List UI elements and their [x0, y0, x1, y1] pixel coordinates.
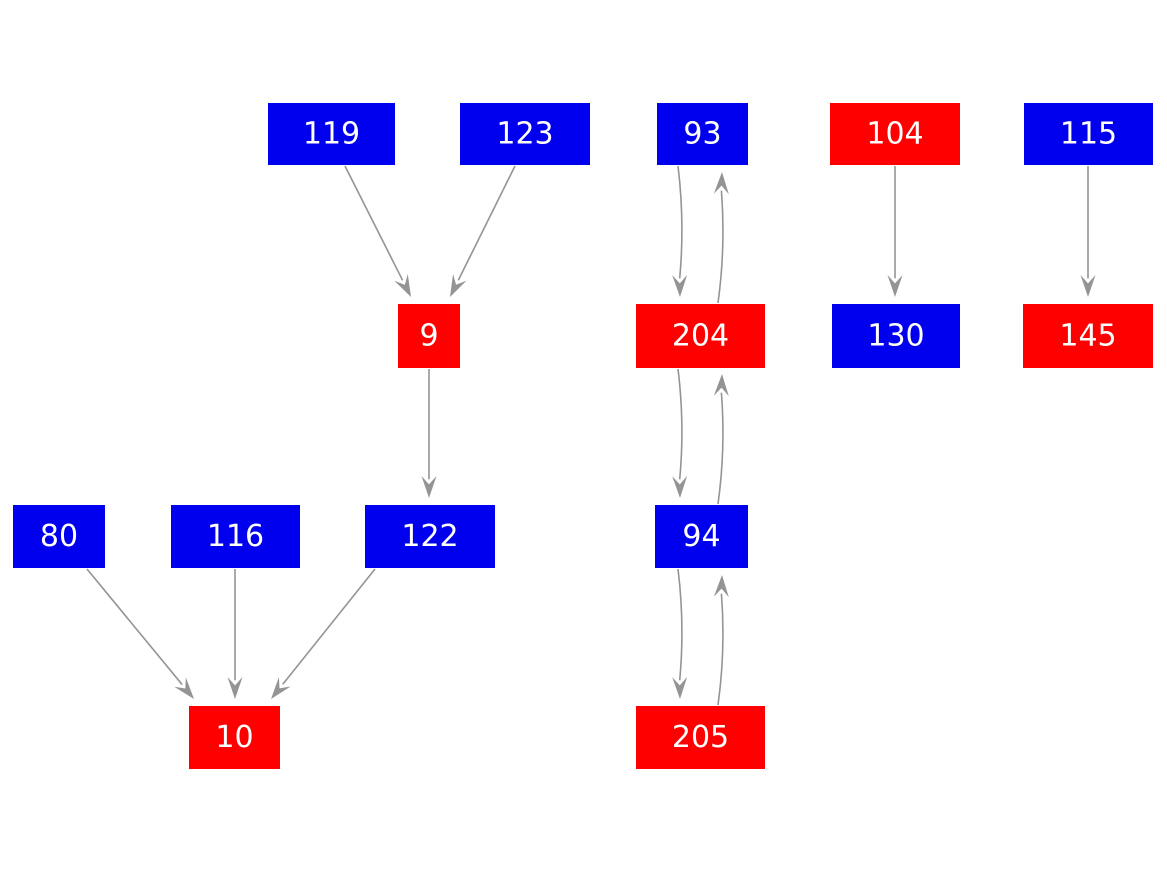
node-label: 204: [672, 319, 729, 354]
node-box[interactable]: [830, 103, 960, 165]
node-label: 123: [496, 117, 553, 152]
edge-9-to-122: [421, 369, 437, 498]
arrowhead-icon: [174, 677, 194, 699]
node-box[interactable]: [636, 706, 765, 769]
node-label: 104: [866, 117, 923, 152]
node-box[interactable]: [460, 103, 590, 165]
node-box[interactable]: [268, 103, 395, 165]
edge-line: [282, 568, 376, 685]
arrowhead-icon: [713, 172, 729, 195]
edge-94-to-204: [713, 374, 729, 505]
arrowhead-icon: [450, 273, 467, 297]
node-204[interactable]: 204: [636, 304, 765, 368]
node-box[interactable]: [365, 505, 495, 568]
arrowhead-icon: [887, 275, 903, 297]
node-123[interactable]: 123: [460, 103, 590, 165]
arrowhead-icon: [672, 676, 688, 699]
node-box[interactable]: [398, 304, 460, 368]
node-label: 94: [682, 519, 720, 554]
node-80[interactable]: 80: [13, 505, 105, 568]
edge-204-to-93: [713, 172, 729, 304]
arrowhead-icon: [1080, 275, 1096, 297]
node-116[interactable]: 116: [171, 505, 300, 568]
node-layer: 119 123 93 104 115 9 204 130 145 80 116 122 94 10 205: [13, 103, 1153, 769]
node-label: 145: [1059, 319, 1116, 354]
node-9[interactable]: 9: [398, 304, 460, 368]
node-box[interactable]: [171, 505, 300, 568]
node-label: 119: [303, 117, 360, 152]
edge-80-to-10: [86, 568, 194, 699]
node-box[interactable]: [636, 304, 765, 368]
node-label: 130: [867, 319, 924, 354]
arrowhead-icon: [713, 575, 729, 598]
node-box[interactable]: [13, 505, 105, 568]
node-115[interactable]: 115: [1024, 103, 1153, 165]
node-119[interactable]: 119: [268, 103, 395, 165]
node-box[interactable]: [1023, 304, 1153, 368]
edge-94-to-205: [672, 568, 688, 699]
edge-line: [677, 165, 683, 279]
node-label: 122: [401, 519, 458, 554]
arrowhead-icon: [227, 677, 243, 699]
node-box[interactable]: [655, 505, 748, 568]
edge-line: [677, 368, 683, 480]
edge-line: [717, 593, 724, 706]
node-label: 115: [1060, 117, 1117, 152]
node-label: 10: [215, 720, 253, 755]
edge-119-to-9: [344, 165, 411, 297]
arrowhead-icon: [672, 274, 688, 297]
node-93[interactable]: 93: [657, 103, 748, 165]
node-104[interactable]: 104: [830, 103, 960, 165]
edge-93-to-204: [672, 165, 688, 297]
node-94[interactable]: 94: [655, 505, 748, 568]
edge-layer: [86, 165, 1096, 706]
node-10[interactable]: 10: [189, 706, 280, 769]
node-label: 205: [672, 720, 729, 755]
node-145[interactable]: 145: [1023, 304, 1153, 368]
edge-line: [717, 392, 724, 505]
edge-123-to-9: [450, 165, 516, 297]
edge-115-to-145: [1080, 166, 1096, 297]
node-label: 116: [207, 519, 264, 554]
arrowhead-icon: [394, 273, 411, 297]
node-label: 80: [40, 519, 78, 554]
node-box[interactable]: [832, 304, 960, 368]
node-205[interactable]: 205: [636, 706, 765, 769]
node-box[interactable]: [189, 706, 280, 769]
edge-122-to-10: [271, 568, 376, 699]
node-box[interactable]: [657, 103, 748, 165]
node-box[interactable]: [1024, 103, 1153, 165]
node-130[interactable]: 130: [832, 304, 960, 368]
node-label: 93: [683, 117, 721, 152]
edge-line: [677, 568, 683, 681]
edge-line: [86, 568, 183, 686]
edge-line: [457, 165, 516, 281]
edge-204-to-94: [672, 368, 688, 498]
edge-205-to-94: [713, 575, 729, 706]
arrowhead-icon: [421, 476, 437, 498]
node-label: 9: [419, 319, 438, 354]
edge-line: [344, 165, 404, 281]
edge-104-to-130: [887, 166, 903, 297]
edge-116-to-10: [227, 569, 243, 699]
arrowhead-icon: [271, 677, 291, 699]
edge-line: [717, 190, 724, 304]
arrowhead-icon: [713, 374, 729, 397]
arrowhead-icon: [672, 475, 688, 498]
node-122[interactable]: 122: [365, 505, 495, 568]
